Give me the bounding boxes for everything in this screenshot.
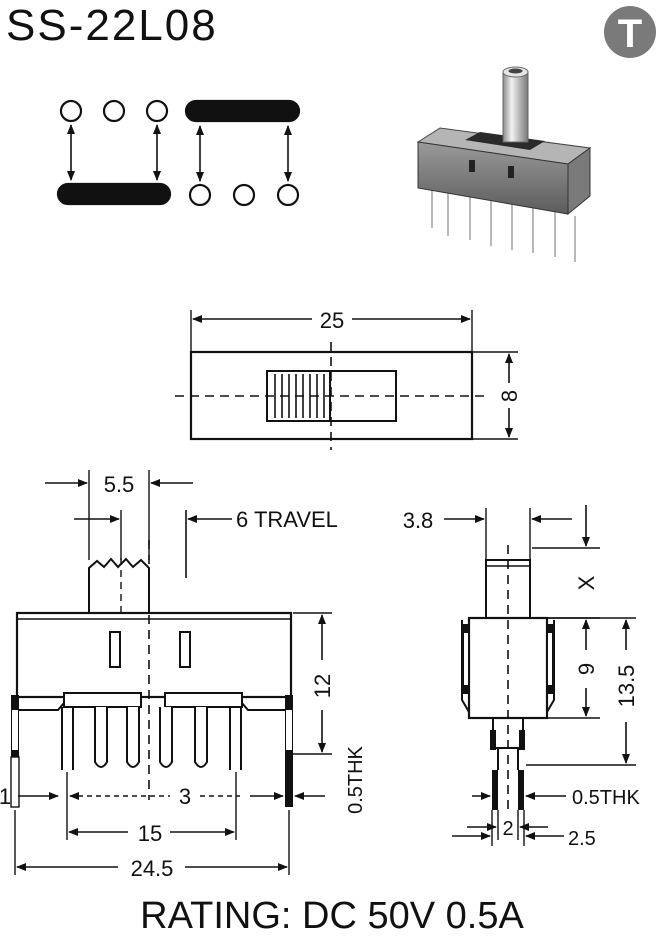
side-total-height-label: 13.5 (614, 665, 639, 708)
edge-offset-label: 1 (0, 784, 11, 809)
front-view (10, 470, 332, 875)
part-number-title: SS-22L08 (6, 1, 218, 50)
pin-spacing-label: 2 (502, 818, 513, 840)
brand-logo-letter: T (618, 12, 642, 56)
side-thickness-label: 0.5THK (572, 787, 640, 809)
overall-width-label: 24.5 (131, 856, 174, 881)
front-thickness-label: 0.5THK (345, 745, 367, 813)
actuator-height-label: X (574, 575, 599, 590)
side-view (444, 505, 636, 846)
pin-span-label: 15 (138, 821, 162, 846)
actuator-depth-label: 3.8 (403, 508, 434, 533)
body-depth-label: 2.5 (568, 828, 596, 850)
top-view-width-label: 8 (497, 390, 522, 402)
pitch-label: 3 (179, 784, 191, 809)
actuator-width-label: 5.5 (104, 472, 135, 497)
rating-text: RATING: DC 50V 0.5A (140, 895, 524, 937)
top-view (175, 310, 518, 450)
product-photo (416, 66, 592, 262)
front-height-label: 12 (310, 674, 335, 698)
switching-schematic (56, 99, 301, 207)
brand-logo: T (604, 6, 656, 58)
side-body-height-label: 9 (574, 663, 599, 675)
top-view-length-label: 25 (320, 308, 344, 333)
travel-label: 6 TRAVEL (236, 507, 338, 532)
